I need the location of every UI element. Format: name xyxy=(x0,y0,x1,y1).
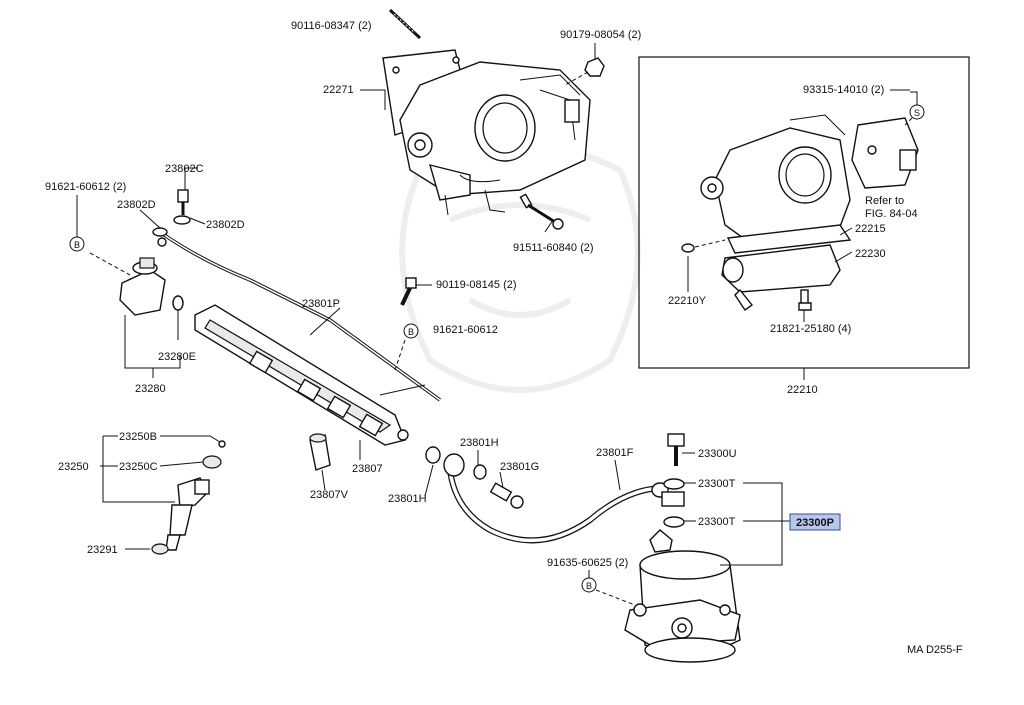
throttle-body-top xyxy=(382,49,591,216)
bolt-90119 xyxy=(400,277,417,306)
fuel-delivery-pipe xyxy=(194,304,426,446)
leader-lines xyxy=(100,43,910,566)
label-91635: 91635-60625 (2) xyxy=(547,557,628,569)
throttle-body-detail xyxy=(681,114,919,311)
label-22230: 22230 xyxy=(855,248,886,260)
label-22210: 22210 xyxy=(787,384,818,396)
gasket-23300T-upper xyxy=(663,478,685,490)
fuel-pressure-regulator xyxy=(89,252,184,316)
bolt-symbol-mid-label: B xyxy=(408,327,414,337)
label-23801H-2: 23801H xyxy=(388,493,427,505)
label-23300T-2: 23300T xyxy=(698,516,736,528)
bolt-symbol-left: B xyxy=(69,195,85,252)
fuel-filter xyxy=(624,529,741,663)
label-23801G: 23801G xyxy=(500,461,539,473)
fuel-injector xyxy=(151,440,226,555)
label-23801H-1: 23801H xyxy=(460,437,499,449)
label-90116: 90116-08347 (2) xyxy=(291,20,372,32)
label-23250C: 23250C xyxy=(119,461,158,473)
label-91621a: 91621-60612 (2) xyxy=(45,181,126,193)
bolt-symbol-mid: B xyxy=(403,323,419,339)
label-23802C: 23802C xyxy=(165,163,204,175)
label-23300U: 23300U xyxy=(698,448,737,460)
label-23250B: 23250B xyxy=(119,431,157,443)
label-23291: 23291 xyxy=(87,544,118,556)
label-22271: 22271 xyxy=(323,84,354,96)
stud-90116 xyxy=(388,8,422,40)
label-91511: 91511-60840 (2) xyxy=(513,242,594,254)
label-refer-2: FIG. 84-04 xyxy=(865,208,918,220)
label-90179: 90179-08054 (2) xyxy=(560,29,641,41)
filter-banjo xyxy=(661,491,685,507)
screw-symbol: S xyxy=(904,91,925,126)
label-22215: 22215 xyxy=(855,223,886,235)
union-bolt-23300U xyxy=(667,433,685,466)
label-23802D-1: 23802D xyxy=(117,199,156,211)
label-23801P: 23801P xyxy=(302,298,340,310)
label-23280: 23280 xyxy=(135,383,166,395)
label-90119: 90119-08145 (2) xyxy=(436,279,517,291)
label-22210Y: 22210Y xyxy=(668,295,707,307)
bolt-symbol-filter: B xyxy=(581,570,636,606)
bolt-91511 xyxy=(519,193,564,230)
label-23807V: 23807V xyxy=(310,489,349,501)
label-23801F: 23801F xyxy=(596,447,634,459)
label-23807: 23807 xyxy=(352,463,383,475)
bolt-symbol-left-label: B xyxy=(74,240,80,250)
gasket-23300T-lower xyxy=(663,516,685,528)
label-21821: 21821-25180 (4) xyxy=(770,323,851,335)
footer-code: MA D255-F xyxy=(907,644,963,656)
vacuum-pipe-23801P xyxy=(152,227,442,402)
label-refer-1: Refer to xyxy=(865,195,904,207)
label-91621b: 91621-60612 xyxy=(433,324,498,336)
label-23250: 23250 xyxy=(58,461,89,473)
label-23300P[interactable]: 23300P xyxy=(796,517,834,529)
bolt-symbol-filter-label: B xyxy=(586,581,592,591)
label-23802D-2: 23802D xyxy=(206,219,245,231)
bolt-23802C xyxy=(173,189,191,225)
label-23300T-1: 23300T xyxy=(698,478,736,490)
label-93315: 93315-14010 (2) xyxy=(803,84,884,96)
screw-symbol-label: S xyxy=(914,108,920,118)
fuel-hose-23801F xyxy=(425,446,669,544)
insulator-23807V xyxy=(309,433,331,471)
label-23280E: 23280E xyxy=(158,351,196,363)
dashline-91621b xyxy=(394,339,406,371)
highlighted-part-23300P[interactable]: 23300P xyxy=(789,513,841,531)
nut-90179 xyxy=(564,57,605,86)
